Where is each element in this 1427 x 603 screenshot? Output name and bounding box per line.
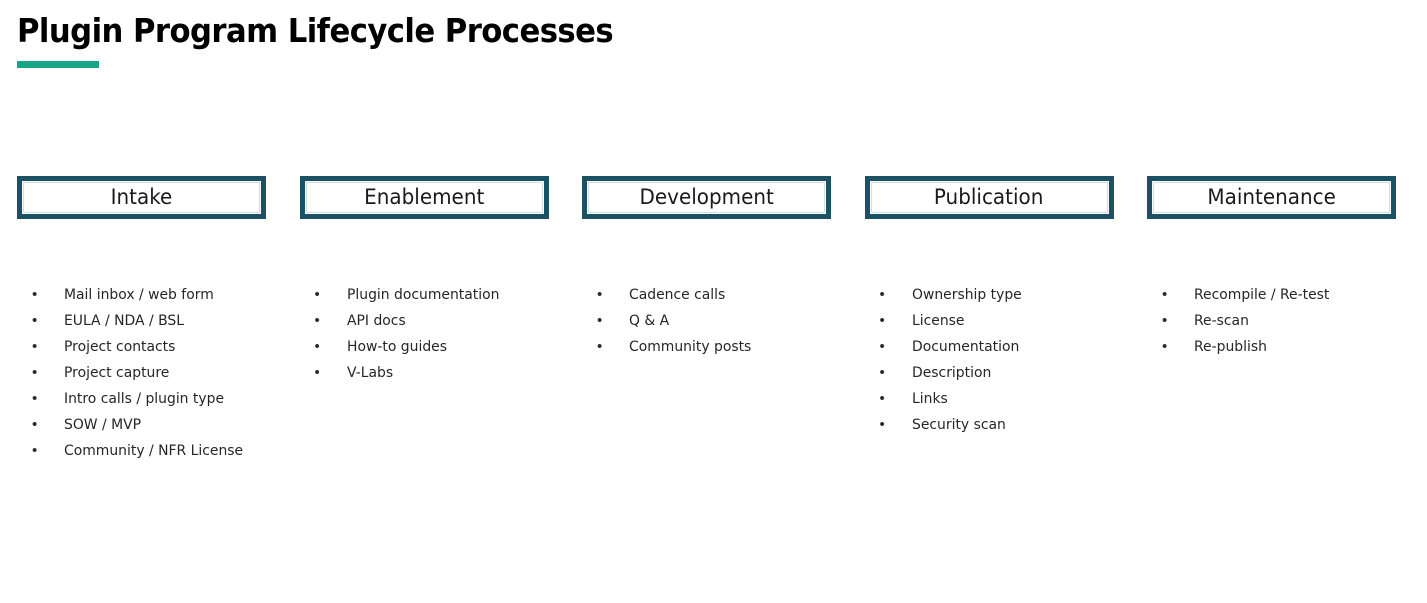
list-item: • Project capture — [32, 360, 266, 386]
list-item-label: Re-publish — [1194, 339, 1267, 355]
phase-column: Publication • Ownership type • License • Docum… — [864, 176, 1114, 438]
list-item: • Plugin documentation — [315, 282, 549, 308]
phase-header-label: Enablement — [363, 185, 485, 209]
list-item: • SOW / MVP — [32, 412, 266, 438]
phase-bullet-list: • Recompile / Re-test • Re-scan • Re-publish — [1147, 282, 1396, 360]
bullet-dot-icon: • — [879, 338, 885, 355]
list-item-label: V-Labs — [346, 365, 393, 381]
bullet-dot-icon: • — [879, 364, 885, 381]
title-block: Plugin Program Lifecycle Processes — [17, 11, 658, 68]
list-item: • API docs — [315, 308, 549, 334]
list-item: • Mail inbox / web form — [32, 282, 266, 308]
list-item-label: Intro calls / plugin type — [64, 391, 225, 407]
list-item: • Recompile / Re-test — [1162, 282, 1396, 308]
list-item-label: Community posts — [629, 339, 752, 355]
list-item-label: Mail inbox / web form — [64, 287, 214, 303]
phase-bullet-list: • Ownership type • License • Documentation • De… — [865, 282, 1114, 438]
list-item-label: API docs — [346, 313, 406, 329]
bullet-dot-icon: • — [597, 286, 603, 303]
phase-column: Maintenance•Recompile / Re-test•Re-scan•… — [1147, 176, 1396, 360]
list-item: • Ownership type — [880, 282, 1114, 308]
list-item: • Community / NFR License — [32, 438, 266, 464]
bullet-dot-icon: • — [879, 286, 885, 303]
lifecycle-columns: Intake • Mail inbox / web form • EULA / NDA … — [17, 176, 1396, 464]
phase-header-box[interactable]: Publication — [864, 176, 1114, 219]
list-item: • Links — [880, 386, 1114, 412]
phase-header-box[interactable]: Maintenance — [1147, 176, 1396, 219]
bullet-dot-icon: • — [597, 338, 603, 355]
bullet-dot-icon: • — [597, 312, 603, 329]
bullet-dot-icon: • — [32, 338, 38, 355]
list-item-label: Recompile / Re-test — [1194, 287, 1330, 303]
list-item-label: Plugin documentation — [346, 287, 499, 303]
list-item: • Q & A — [597, 308, 831, 334]
bullet-dot-icon: • — [32, 390, 38, 407]
list-item-label: License — [911, 313, 964, 329]
phase-header-box[interactable]: Enablement — [299, 176, 549, 219]
list-item-label: Documentation — [911, 339, 1019, 355]
list-item-label: Re-scan — [1194, 313, 1249, 329]
phase-bullet-list: • Cadence calls • Q & A • Community posts — [582, 282, 831, 360]
phase-header-inner: Development — [588, 182, 825, 213]
phase-bullet-list: • Plugin documentation • API docs • How-to gu… — [300, 282, 549, 386]
phase-header-label: Publication — [934, 185, 1044, 209]
phase-header-inner: Enablement — [305, 182, 543, 213]
phase-header-inner: Maintenance — [1153, 182, 1390, 213]
bullet-dot-icon: • — [879, 416, 885, 433]
list-item: • EULA / NDA / BSL — [32, 308, 266, 334]
list-item: • How-to guides — [315, 334, 549, 360]
list-item: • Intro calls / plugin type — [32, 386, 266, 412]
list-item-label: Security scan — [911, 417, 1006, 433]
phase-header-inner: Publication — [870, 182, 1108, 213]
list-item-label: Project contacts — [64, 339, 176, 355]
phase-header-box[interactable]: Development — [582, 176, 831, 219]
phase-header-label: Maintenance — [1207, 185, 1336, 209]
list-item: • Project contacts — [32, 334, 266, 360]
phase-column: Intake • Mail inbox / web form • EULA / NDA … — [17, 176, 266, 464]
phase-bullet-list: •Mail inbox / web form•EULA / NDA / BSL•… — [17, 282, 266, 464]
list-item-label: Links — [911, 391, 948, 407]
list-item: • Community posts — [597, 334, 831, 360]
list-item-label: EULA / NDA / BSL — [64, 313, 184, 329]
bullet-dot-icon: • — [32, 286, 38, 303]
list-item: • Security scan — [880, 412, 1114, 438]
list-item-label: Project capture — [64, 365, 170, 381]
bullet-dot-icon: • — [314, 286, 320, 303]
list-item-label: SOW / MVP — [64, 417, 142, 433]
bullet-dot-icon: • — [314, 312, 320, 329]
list-item-label: Description — [911, 365, 991, 381]
list-item: • Documentation — [880, 334, 1114, 360]
bullet-dot-icon: • — [314, 364, 320, 381]
bullet-dot-icon: • — [879, 312, 885, 329]
list-item-label: How-to guides — [346, 339, 447, 355]
bullet-dot-icon: • — [879, 390, 885, 407]
phase-header-label: Intake — [110, 185, 173, 209]
bullet-dot-icon: • — [32, 364, 38, 381]
bullet-dot-icon: • — [314, 338, 320, 355]
list-item-label: Cadence calls — [629, 287, 726, 303]
bullet-dot-icon: • — [1162, 338, 1168, 355]
bullet-dot-icon: • — [1162, 286, 1168, 303]
list-item: • Cadence calls — [597, 282, 831, 308]
bullet-dot-icon: • — [1162, 312, 1168, 329]
phase-header-label: Development — [639, 185, 774, 209]
bullet-dot-icon: • — [32, 312, 38, 329]
list-item: • License — [880, 308, 1114, 334]
list-item-label: Q & A — [629, 313, 670, 329]
list-item-label: Community / NFR License — [64, 443, 244, 459]
bullet-dot-icon: • — [32, 442, 38, 459]
list-item: • Description — [880, 360, 1114, 386]
list-item-label: Ownership type — [911, 287, 1022, 303]
list-item: • Re-publish — [1162, 334, 1396, 360]
phase-column: Development • Cadence calls • Q & A • Communit… — [582, 176, 831, 360]
title-accent-bar — [17, 61, 99, 68]
phase-header-box[interactable]: Intake — [17, 176, 266, 219]
phase-column: Enablement • Plugin documentation • API docs… — [299, 176, 549, 386]
list-item: • V-Labs — [315, 360, 549, 386]
phase-header-inner: Intake — [23, 182, 260, 213]
list-item: • Re-scan — [1162, 308, 1396, 334]
bullet-dot-icon: • — [32, 416, 38, 433]
page-title: Plugin Program Lifecycle Processes — [17, 11, 614, 50]
